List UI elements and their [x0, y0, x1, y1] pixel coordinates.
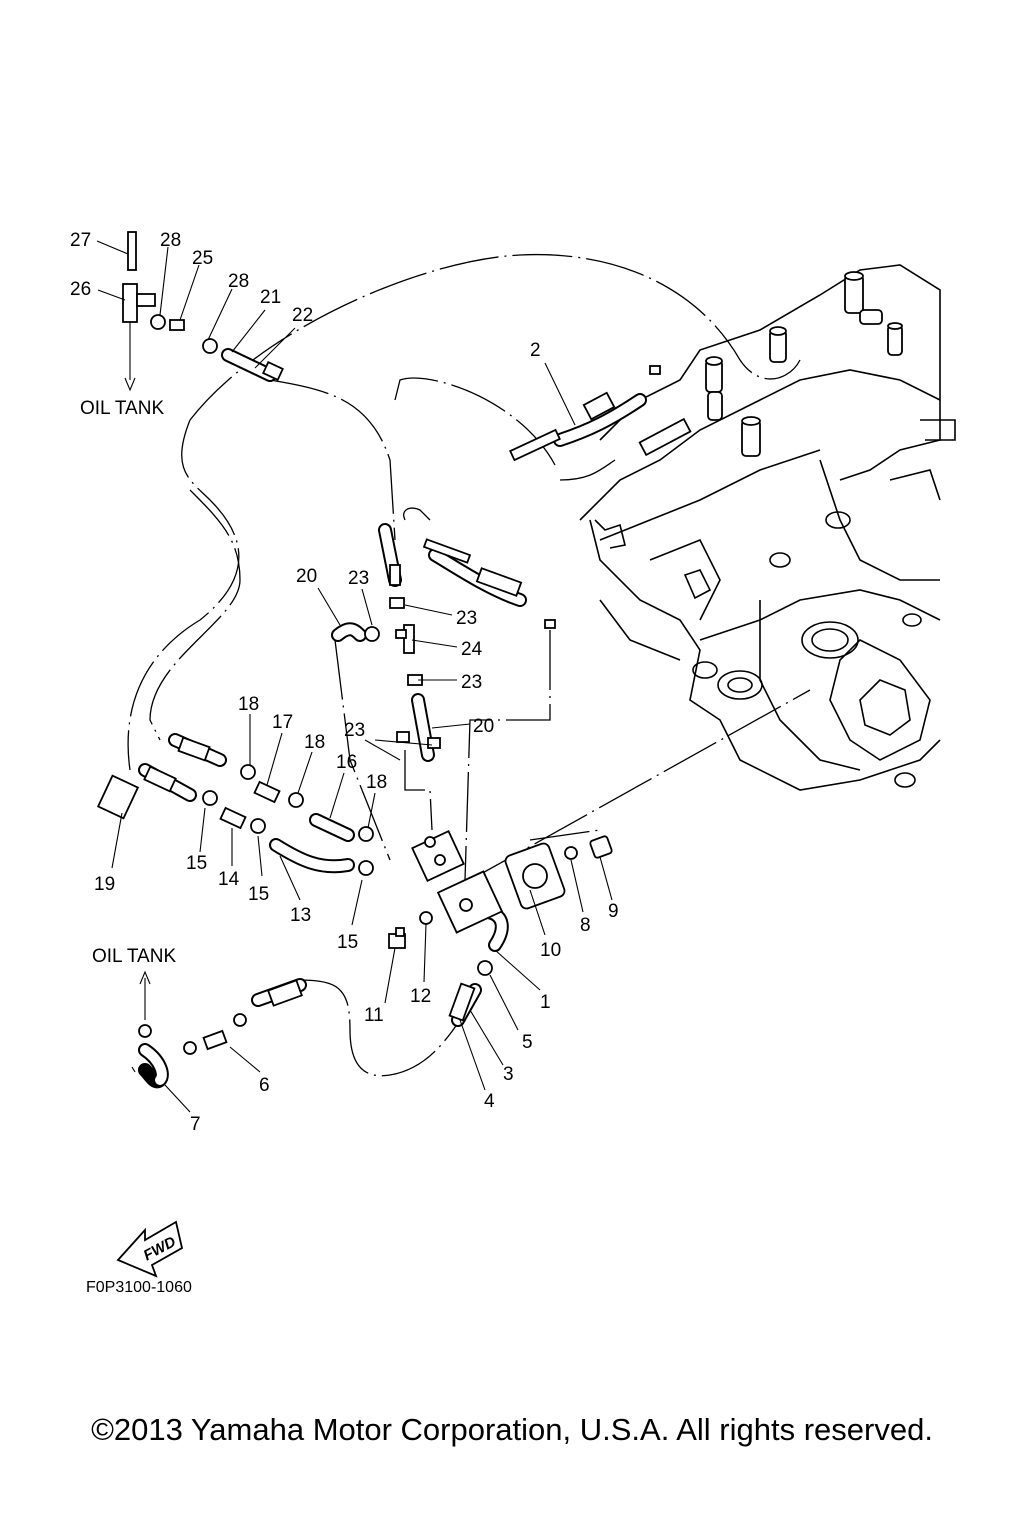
label-26: 26: [70, 279, 91, 300]
label-9: 9: [608, 901, 619, 922]
figure-code: F0P3100-1060: [86, 1279, 192, 1296]
label-12: 12: [410, 986, 431, 1007]
cable-ends: [143, 360, 692, 1022]
copyright-notice: ©2013 Yamaha Motor Corporation, U.S.A. A…: [91, 1412, 933, 1447]
oil-tank-arrows: [124, 322, 151, 1020]
label-18-a: 18: [238, 694, 259, 715]
oil-tank-top-label: OIL TANK: [80, 398, 164, 419]
oil-tank-bottom-label: OIL TANK: [92, 946, 176, 967]
callout-lines: [96, 240, 613, 1113]
label-20: 20: [473, 716, 494, 737]
small-parts: [96, 231, 613, 1055]
label-18-c: 18: [366, 772, 387, 793]
label-13: 13: [290, 905, 311, 926]
label-23-c: 23: [344, 720, 365, 741]
label-27: 27: [70, 230, 91, 251]
label-20-top: 20: [296, 566, 317, 587]
label-15-b: 15: [248, 884, 269, 905]
label-23-b: 23: [461, 672, 482, 693]
engine-fittings: [705, 271, 903, 457]
label-15-a: 15: [186, 853, 207, 874]
label-3: 3: [503, 1064, 514, 1085]
leader-lines: [127, 253, 811, 1077]
label-2: 2: [530, 340, 541, 361]
label-14: 14: [218, 869, 240, 890]
engine-block: [579, 264, 956, 791]
part-number-labels: 27 28 25 26 28 21 22 2 OIL TANK 20 23 23…: [70, 230, 619, 1296]
label-8: 8: [580, 915, 591, 936]
label-17: 17: [272, 712, 293, 733]
label-10: 10: [540, 940, 561, 961]
label-15-c: 15: [337, 932, 358, 953]
label-25: 25: [192, 248, 213, 269]
label-22: 22: [292, 305, 313, 326]
label-6: 6: [259, 1075, 270, 1096]
label-24: 24: [461, 639, 483, 660]
label-1: 1: [540, 992, 551, 1013]
label-4: 4: [484, 1091, 495, 1112]
label-28: 28: [228, 271, 249, 292]
label-19: 19: [94, 874, 115, 895]
label-21: 21: [260, 287, 281, 308]
label-23-top: 23: [348, 568, 369, 589]
fwd-arrow-icon: FWD: [116, 1220, 184, 1278]
label-28-top: 28: [160, 230, 181, 251]
label-23-a: 23: [456, 608, 477, 629]
hoses: [138, 348, 647, 1089]
label-18-b: 18: [304, 732, 325, 753]
label-5: 5: [522, 1032, 533, 1053]
label-11: 11: [364, 1005, 384, 1026]
label-7: 7: [190, 1114, 201, 1135]
label-16: 16: [336, 752, 357, 773]
